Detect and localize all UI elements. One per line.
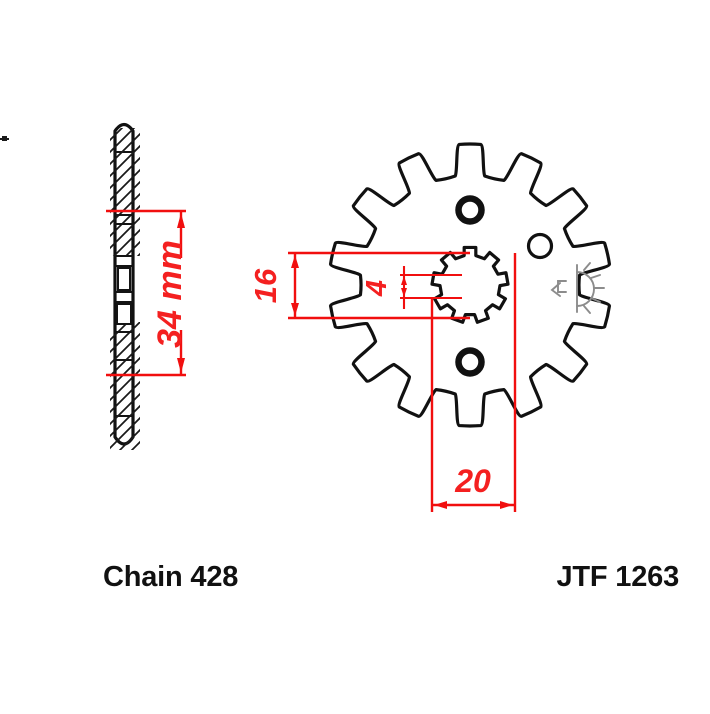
dimension-spline-depth: 4 [361, 266, 462, 309]
corner-registration-mark [0, 136, 9, 141]
sprocket [328, 142, 612, 428]
dimension-thickness: 34 mm [106, 209, 189, 377]
bolt-hole-top [455, 195, 485, 225]
dimension-hub-width: 16 [248, 251, 470, 320]
tooth-gap-windows [116, 267, 132, 325]
section-bands [113, 213, 135, 362]
dimension-hub-width-label: 16 [248, 268, 283, 303]
hatch-lower [110, 322, 140, 450]
side-section-view: 34 mm [106, 122, 189, 450]
dimension-spline-depth-label: 4 [361, 280, 393, 297]
dimension-offset: 20 [430, 253, 517, 512]
bolt-hole-bottom [455, 347, 485, 377]
dimension-thickness-label: 34 mm [151, 240, 189, 348]
dimension-offset-label: 20 [454, 463, 491, 499]
surface-finish-symbol [550, 262, 605, 314]
pin-hole-right [526, 232, 554, 260]
part-number-caption: JTF 1263 [556, 561, 679, 593]
hatch-upper [110, 128, 140, 256]
chain-caption: Chain 428 [103, 561, 238, 593]
